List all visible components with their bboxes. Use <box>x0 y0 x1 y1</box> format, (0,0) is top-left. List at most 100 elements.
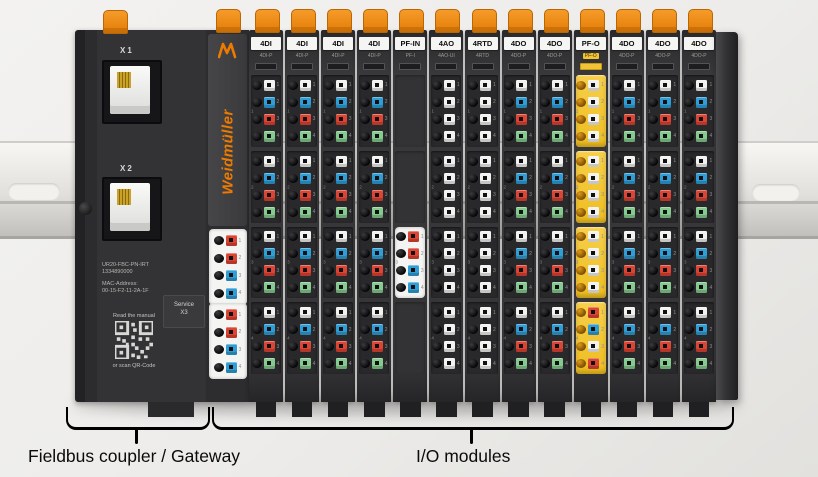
push-in-connector-white[interactable] <box>624 231 636 243</box>
push-in-connector-white[interactable] <box>588 79 600 91</box>
push-in-connector-white[interactable] <box>480 113 491 125</box>
push-in-connector-red[interactable] <box>225 326 237 338</box>
release-clip-icon[interactable] <box>615 9 641 33</box>
release-clip-icon[interactable] <box>435 9 461 33</box>
push-in-connector-white[interactable] <box>263 79 275 91</box>
push-in-connector-red[interactable] <box>225 235 237 247</box>
push-in-connector-red[interactable] <box>696 265 708 277</box>
push-in-connector-green[interactable] <box>299 282 311 294</box>
push-in-connector-red[interactable] <box>552 113 564 125</box>
push-in-connector-red[interactable] <box>624 113 636 125</box>
push-in-connector-green[interactable] <box>516 206 528 218</box>
push-in-connector-white[interactable] <box>443 189 455 201</box>
push-in-connector-red[interactable] <box>624 189 636 201</box>
push-in-connector-red[interactable] <box>624 341 636 353</box>
push-in-connector-blue[interactable] <box>225 361 237 373</box>
push-in-connector-blue[interactable] <box>516 248 528 260</box>
push-in-connector-red[interactable] <box>696 341 708 353</box>
push-in-connector-blue[interactable] <box>335 248 347 260</box>
push-in-connector-white[interactable] <box>588 248 600 260</box>
push-in-connector-white[interactable] <box>552 155 564 167</box>
push-in-connector-red[interactable] <box>263 341 275 353</box>
push-in-connector-blue[interactable] <box>660 96 672 108</box>
push-in-connector-green[interactable] <box>335 206 347 218</box>
push-in-connector-red[interactable] <box>263 113 275 125</box>
push-in-connector-red[interactable] <box>516 113 528 125</box>
push-in-connector-green[interactable] <box>624 358 636 370</box>
push-in-connector-green[interactable] <box>696 282 708 294</box>
push-in-connector-white[interactable] <box>552 307 564 319</box>
push-in-connector-red[interactable] <box>299 189 311 201</box>
push-in-connector-white[interactable] <box>335 79 347 91</box>
push-in-connector-green[interactable] <box>660 358 672 370</box>
push-in-connector-white[interactable] <box>516 231 528 243</box>
push-in-connector-white[interactable] <box>443 265 455 277</box>
push-in-connector-blue[interactable] <box>660 172 672 184</box>
push-in-connector-green[interactable] <box>371 130 383 142</box>
push-in-connector-red[interactable] <box>696 189 708 201</box>
push-in-connector-blue[interactable] <box>225 270 237 282</box>
push-in-connector-green[interactable] <box>516 358 528 370</box>
push-in-connector-white[interactable] <box>443 172 455 184</box>
push-in-connector-white[interactable] <box>588 130 600 142</box>
push-in-connector-white[interactable] <box>443 79 455 91</box>
push-in-connector-red[interactable] <box>371 113 383 125</box>
push-in-connector-white[interactable] <box>443 324 455 336</box>
push-in-connector-blue[interactable] <box>660 324 672 336</box>
push-in-connector-white[interactable] <box>443 96 455 108</box>
push-in-connector-white[interactable] <box>443 130 455 142</box>
push-in-connector-blue[interactable] <box>552 172 564 184</box>
push-in-connector-white[interactable] <box>443 341 455 353</box>
push-in-connector-green[interactable] <box>263 358 275 370</box>
push-in-connector-white[interactable] <box>443 307 455 319</box>
push-in-connector-blue[interactable] <box>407 265 419 277</box>
push-in-connector-blue[interactable] <box>696 96 708 108</box>
push-in-connector-blue[interactable] <box>335 96 347 108</box>
push-in-connector-red[interactable] <box>371 341 383 353</box>
push-in-connector-red[interactable] <box>225 309 237 321</box>
push-in-connector-white[interactable] <box>516 307 528 319</box>
push-in-connector-white[interactable] <box>588 341 600 353</box>
push-in-connector-blue[interactable] <box>624 324 636 336</box>
push-in-connector-white[interactable] <box>588 172 600 184</box>
push-in-connector-green[interactable] <box>371 358 383 370</box>
push-in-connector-blue[interactable] <box>660 248 672 260</box>
push-in-connector-green[interactable] <box>299 358 311 370</box>
push-in-connector-green[interactable] <box>696 206 708 218</box>
push-in-connector-white[interactable] <box>588 113 600 125</box>
push-in-connector-red[interactable] <box>263 189 275 201</box>
release-clip-icon[interactable] <box>216 9 241 33</box>
push-in-connector-white[interactable] <box>480 307 491 319</box>
release-clip-icon[interactable] <box>103 10 128 34</box>
push-in-connector-green[interactable] <box>516 282 528 294</box>
push-in-connector-blue[interactable] <box>263 324 275 336</box>
push-in-connector-white[interactable] <box>516 155 528 167</box>
push-in-connector-green[interactable] <box>624 130 636 142</box>
push-in-connector-white[interactable] <box>480 324 491 336</box>
push-in-connector-red[interactable] <box>335 189 347 201</box>
push-in-connector-blue[interactable] <box>516 324 528 336</box>
push-in-connector-white[interactable] <box>696 79 708 91</box>
push-in-connector-red[interactable] <box>407 248 419 260</box>
push-in-connector-red[interactable] <box>371 265 383 277</box>
push-in-connector-white[interactable] <box>480 79 491 91</box>
push-in-connector-green[interactable] <box>371 282 383 294</box>
push-in-connector-white[interactable] <box>480 172 491 184</box>
push-in-connector-white[interactable] <box>335 231 347 243</box>
push-in-connector-white[interactable] <box>588 155 600 167</box>
push-in-connector-red[interactable] <box>407 231 419 243</box>
push-in-connector-white[interactable] <box>696 155 708 167</box>
push-in-connector-blue[interactable] <box>552 324 564 336</box>
push-in-connector-red[interactable] <box>660 265 672 277</box>
push-in-connector-green[interactable] <box>624 282 636 294</box>
push-in-connector-white[interactable] <box>552 231 564 243</box>
push-in-connector-red[interactable] <box>299 113 311 125</box>
push-in-connector-white[interactable] <box>588 206 600 218</box>
push-in-connector-blue[interactable] <box>263 172 275 184</box>
push-in-connector-white[interactable] <box>660 79 672 91</box>
